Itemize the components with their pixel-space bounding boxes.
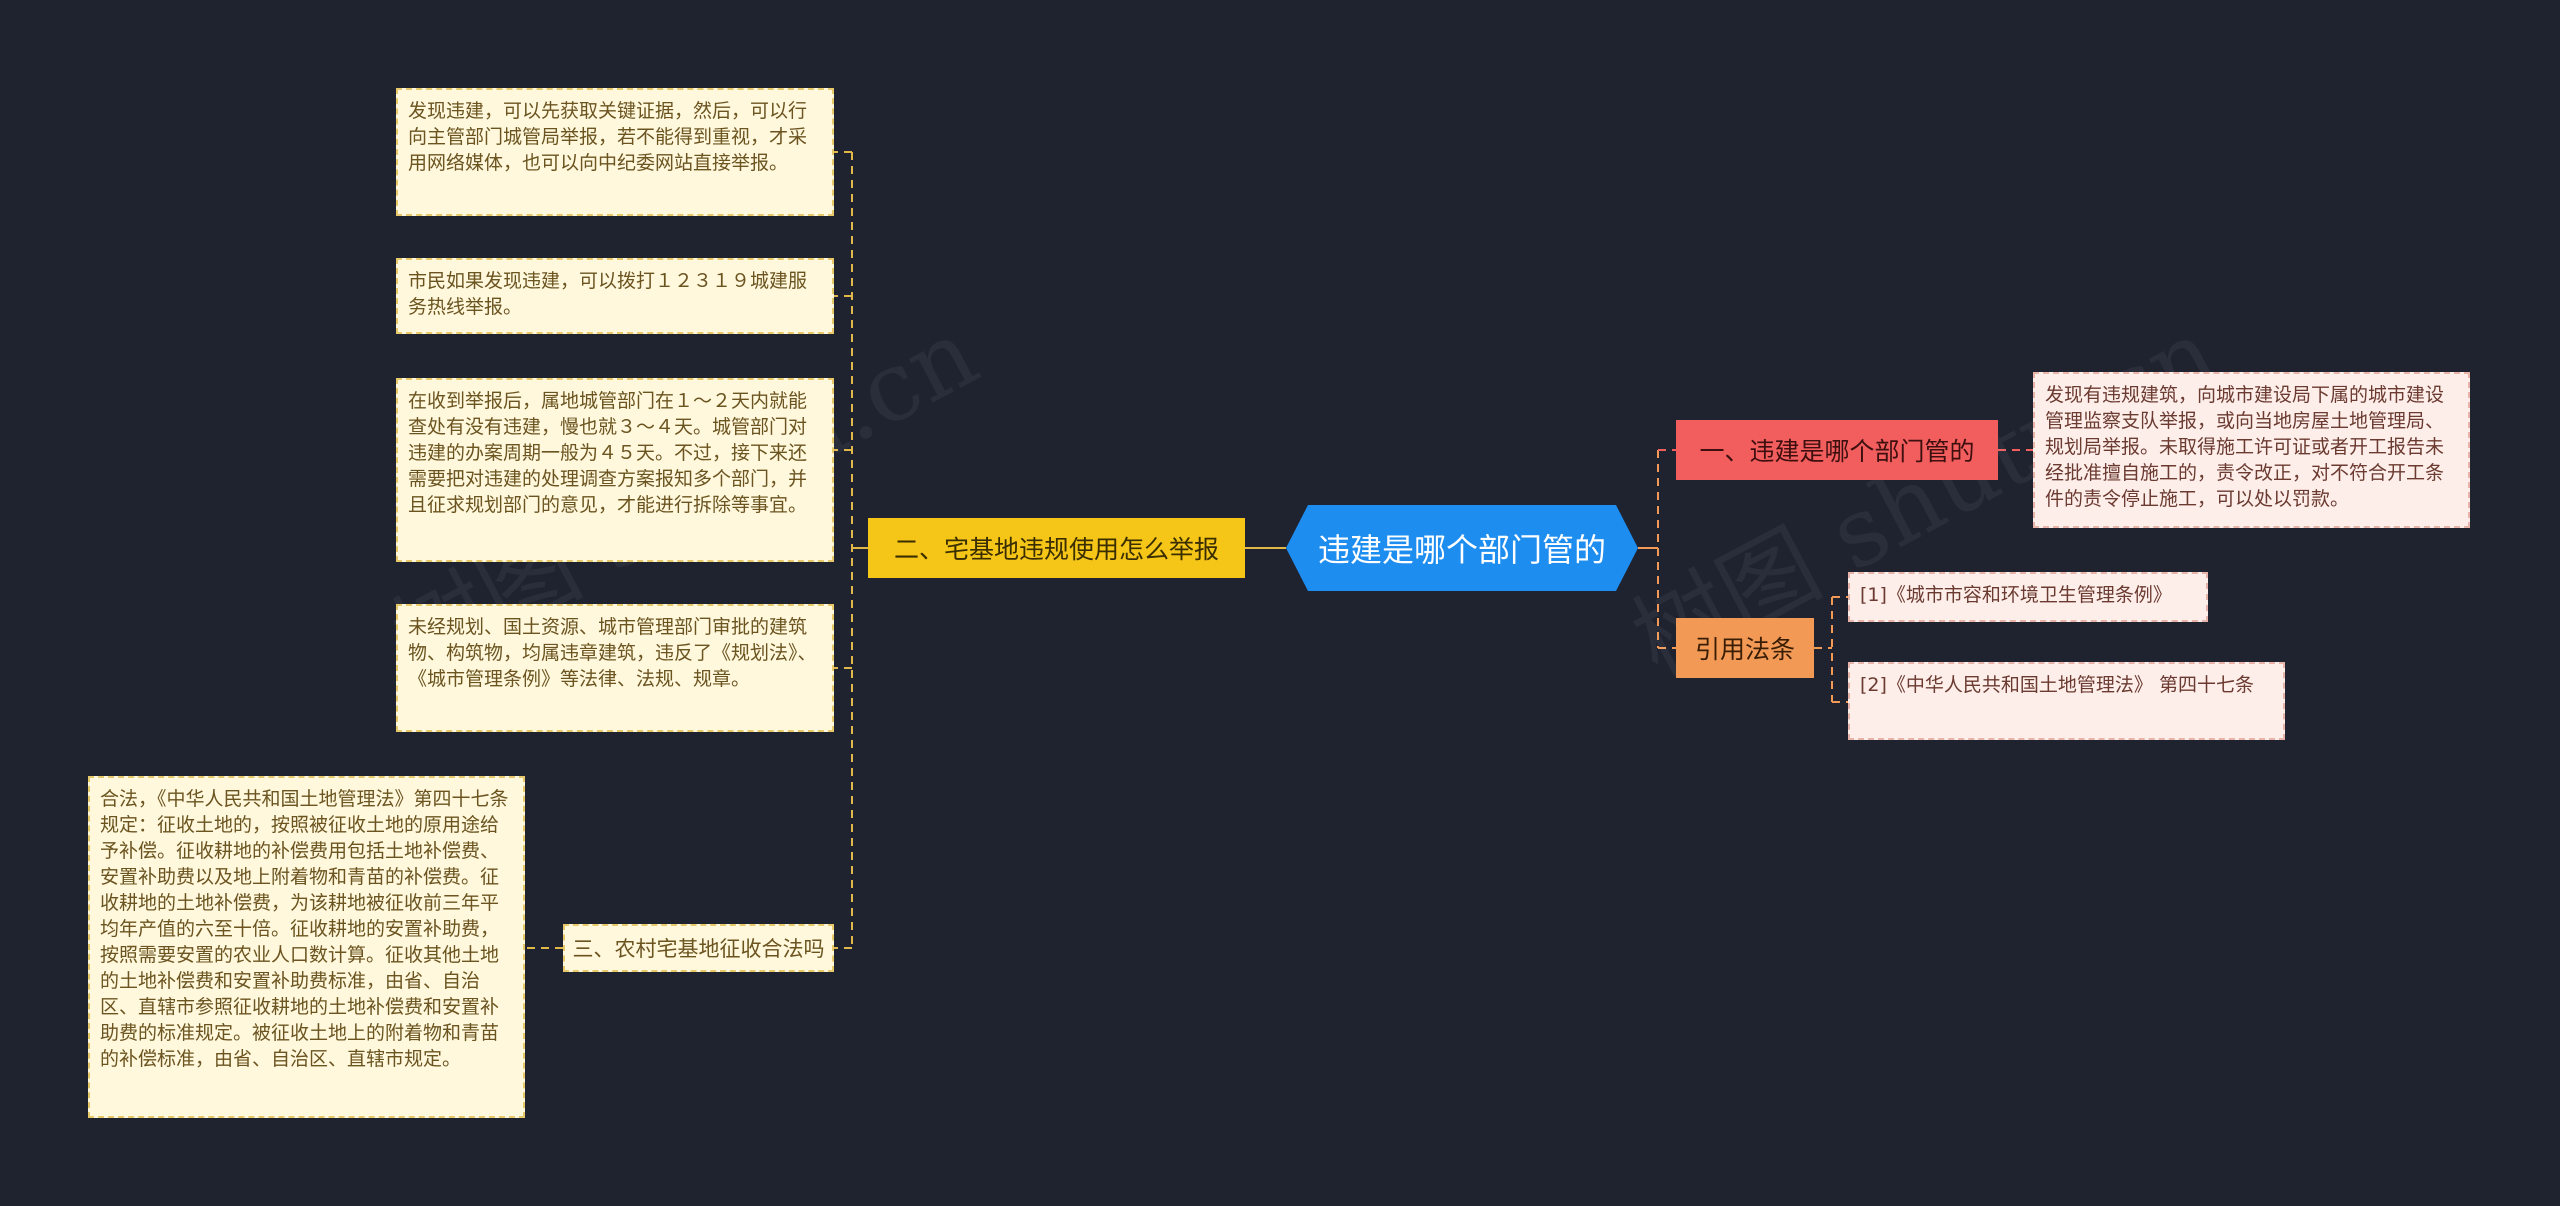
section-two-item-2-text: 市民如果发现违建，可以拨打１２３１９城建服务热线举报。	[408, 270, 808, 318]
section-three-detail[interactable]: 合法，《中华人民共和国土地管理法》第四十七条规定：征收土地的，按照被征收土地的原…	[88, 776, 525, 1118]
section-two-item-4[interactable]: 未经规划、国土资源、城市管理部门审批的建筑物、构筑物，均属违章建筑，违反了《规划…	[396, 604, 834, 732]
central-topic[interactable]: 违建是哪个部门管的	[1286, 505, 1638, 591]
citation-item-2-text: [2]《中华人民共和国土地管理法》 第四十七条	[1860, 674, 2254, 696]
branch-section-one[interactable]: 一、违建是哪个部门管的	[1676, 420, 1998, 480]
branch-section-one-label: 一、违建是哪个部门管的	[1699, 437, 1975, 466]
section-two-item-2[interactable]: 市民如果发现违建，可以拨打１２３１９城建服务热线举报。	[396, 258, 834, 334]
section-two-item-3-text: 在收到举报后，属地城管部门在１～２天内就能查处有没有违建，慢也就３～４天。城管部…	[408, 390, 808, 516]
section-two-item-1-text: 发现违建，可以先获取关键证据，然后，可以行向主管部门城管局举报，若不能得到重视，…	[408, 100, 808, 174]
central-topic-label: 违建是哪个部门管的	[1317, 531, 1606, 569]
branch-section-three[interactable]: 三、农村宅基地征收合法吗	[563, 924, 834, 972]
branch-citations[interactable]: 引用法条	[1676, 618, 1814, 678]
section-two-item-4-text: 未经规划、国土资源、城市管理部门审批的建筑物、构筑物，均属违章建筑，违反了《规划…	[408, 616, 817, 690]
section-two-item-1[interactable]: 发现违建，可以先获取关键证据，然后，可以行向主管部门城管局举报，若不能得到重视，…	[396, 88, 834, 216]
section-three-detail-text: 合法，《中华人民共和国土地管理法》第四十七条规定：征收土地的，按照被征收土地的原…	[100, 788, 509, 1070]
citation-item-1[interactable]: [1]《城市市容和环境卫生管理条例》	[1848, 572, 2208, 622]
branch-citations-label: 引用法条	[1694, 635, 1795, 664]
branch-section-two-label: 二、宅基地违规使用怎么举报	[893, 535, 1219, 564]
branch-section-two[interactable]: 二、宅基地违规使用怎么举报	[868, 518, 1245, 578]
branch-section-three-label: 三、农村宅基地征收合法吗	[572, 937, 825, 961]
citation-item-2[interactable]: [2]《中华人民共和国土地管理法》 第四十七条	[1848, 662, 2285, 740]
section-one-detail-text: 发现有违规建筑，向城市建设局下属的城市建设管理监察支队举报，或向当地房屋土地管理…	[2045, 384, 2445, 510]
section-two-item-3[interactable]: 在收到举报后，属地城管部门在１～２天内就能查处有没有违建，慢也就３～４天。城管部…	[396, 378, 834, 562]
citation-item-1-text: [1]《城市市容和环境卫生管理条例》	[1860, 584, 2172, 606]
section-one-detail[interactable]: 发现有违规建筑，向城市建设局下属的城市建设管理监察支队举报，或向当地房屋土地管理…	[2033, 372, 2470, 528]
